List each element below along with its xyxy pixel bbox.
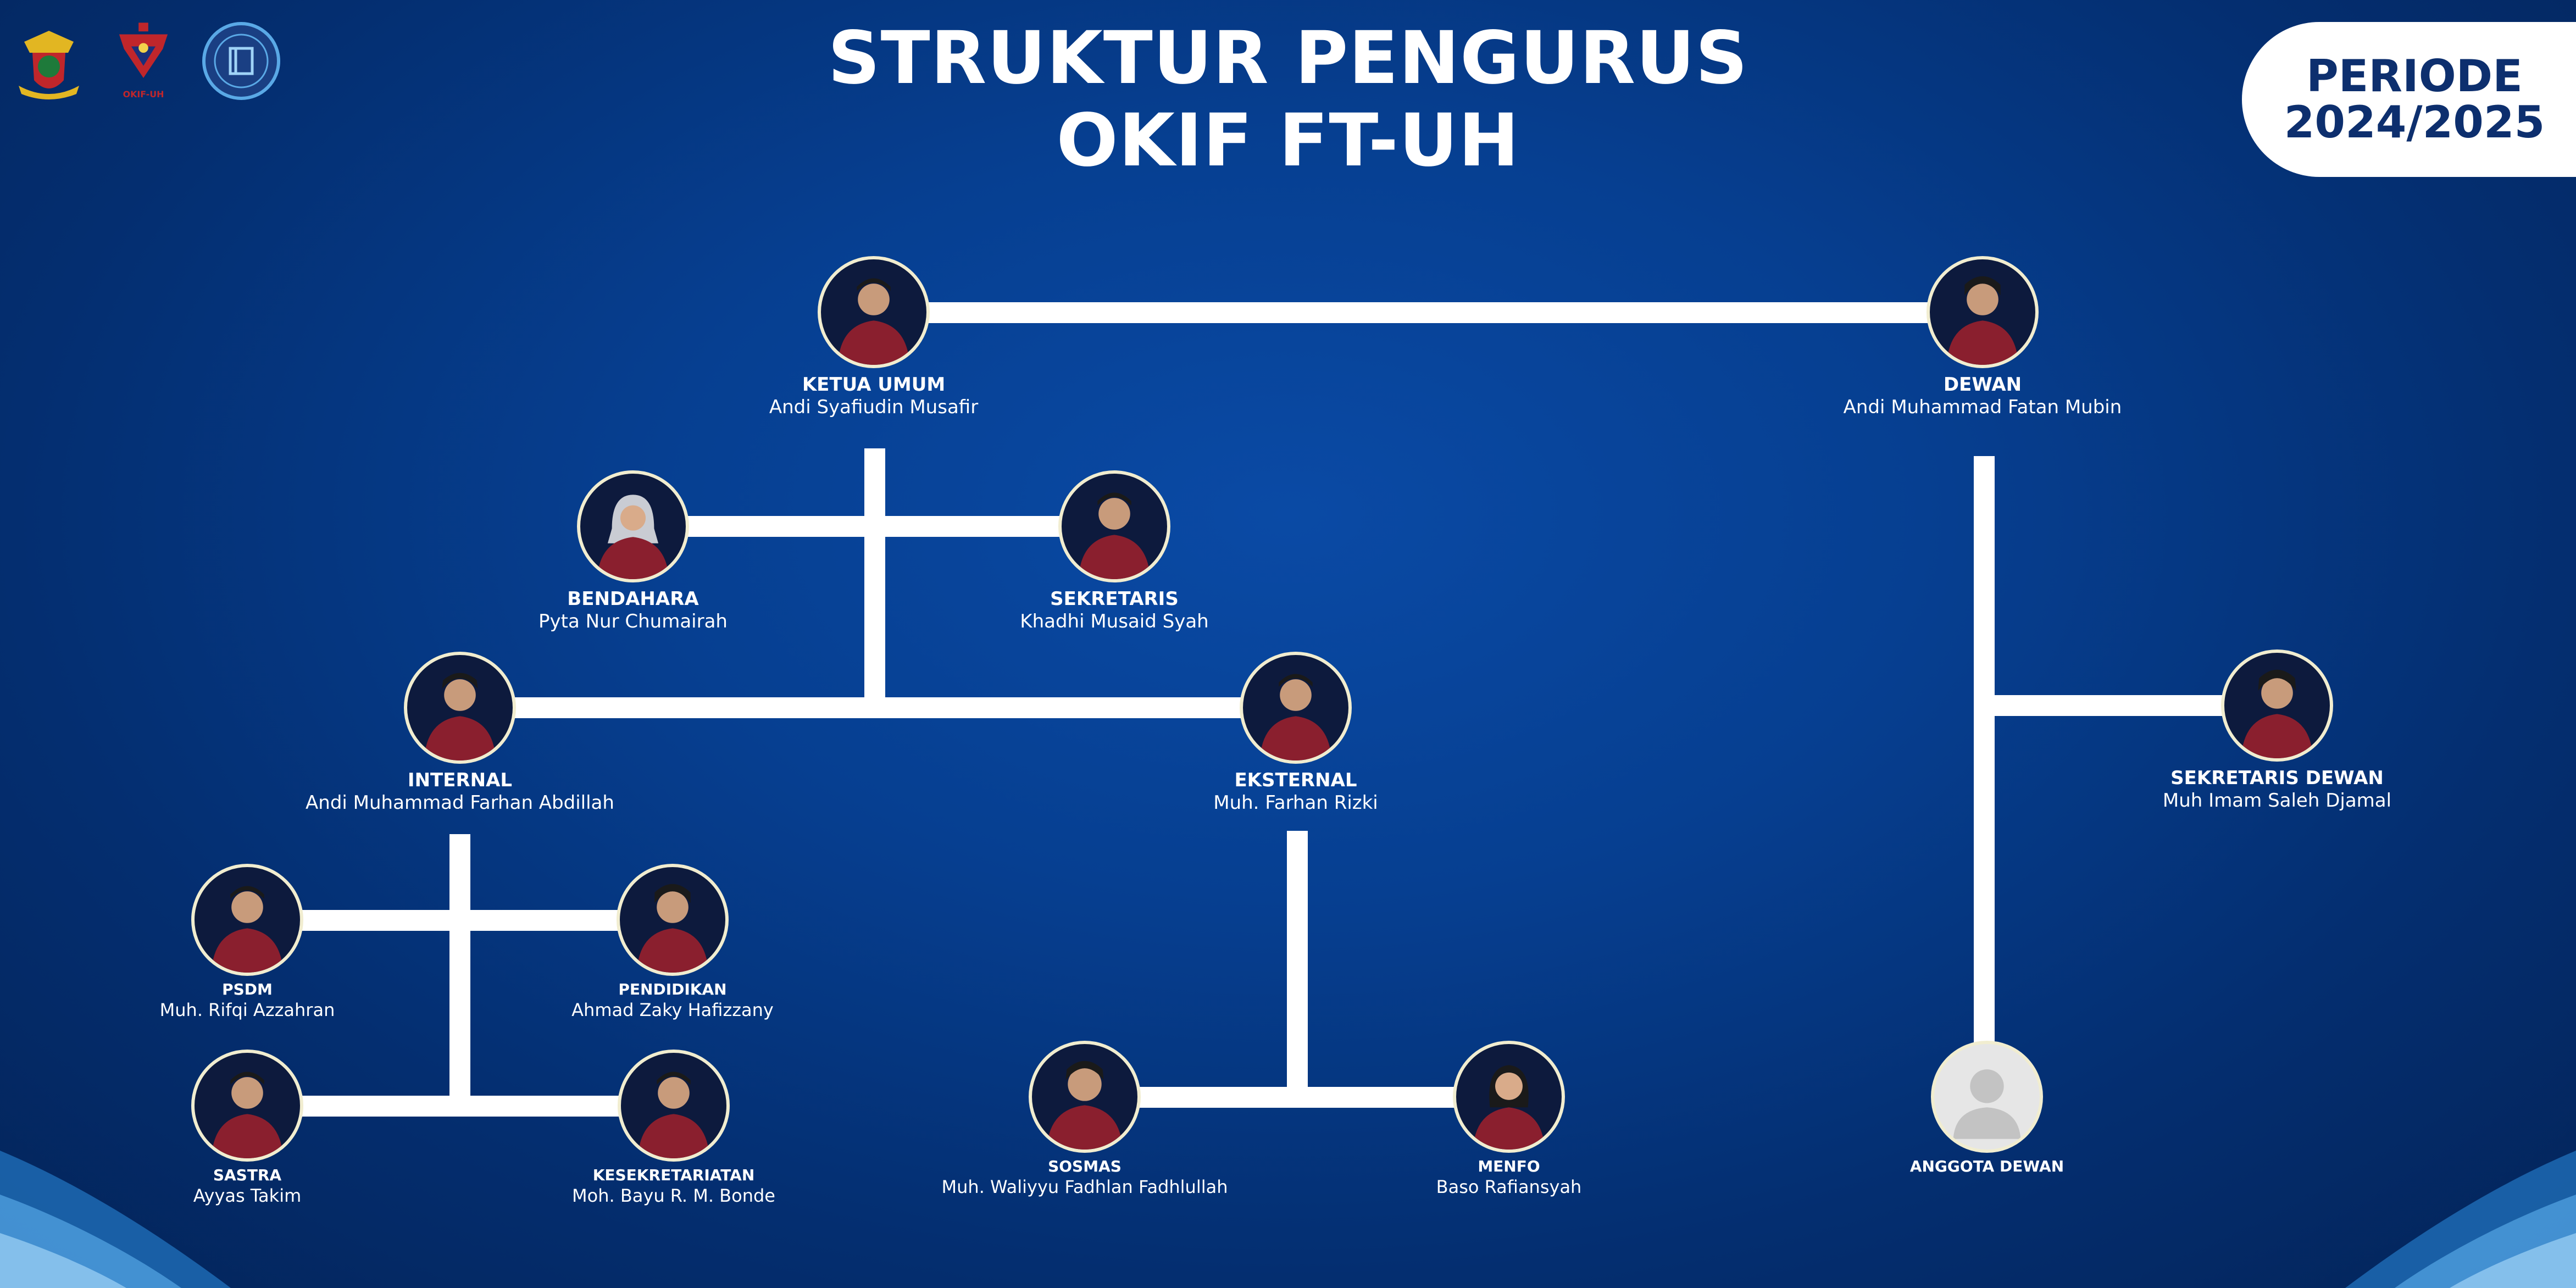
- name-label: Muh. Farhan Rizki: [1213, 792, 1378, 814]
- name-label: Andi Muhammad Farhan Abdillah: [306, 792, 614, 814]
- corner-wave-right: [2345, 1151, 2576, 1288]
- okif-logo-caption: OKIF-UH: [123, 89, 164, 99]
- periode-value: 2024/2025: [2284, 97, 2545, 148]
- title-line-1: STRUKTUR PENGURUS: [828, 16, 1748, 101]
- connector-bendahara-sekretaris: [685, 516, 1064, 537]
- member-sastra: SASTRA Ayyas Takim: [27, 1050, 467, 1207]
- member-sekretaris-dewan: SEKRETARIS DEWAN Muh Imam Saleh Djamal: [2057, 649, 2497, 812]
- role-label: KETUA UMUM: [802, 374, 946, 396]
- role-label: SASTRA: [213, 1166, 282, 1184]
- role-label: INTERNAL: [407, 769, 513, 791]
- member-bendahara: BENDAHARA Pyta Nur Chumairah: [413, 470, 853, 633]
- avatar: [1240, 652, 1352, 764]
- okif-logo: OKIF-UH: [108, 20, 179, 102]
- periode-badge: PERIODE 2024/2025: [2242, 22, 2576, 177]
- connector-internal-eksternal: [511, 697, 1245, 718]
- connector-eksternal-trunk: [1287, 831, 1308, 1089]
- page-title: STRUKTUR PENGURUS OKIF FT-UH: [659, 22, 1917, 177]
- name-label: Ayyas Takim: [193, 1185, 302, 1206]
- role-label: BENDAHARA: [567, 588, 699, 610]
- avatar: [1453, 1041, 1565, 1153]
- avatar: [1927, 256, 2039, 368]
- informatics-logo: [200, 20, 282, 102]
- member-kesekretariatan: KESEKRETARIATAN Moh. Bayu R. M. Bonde: [454, 1050, 893, 1207]
- avatar: [191, 1050, 303, 1162]
- connector-sosmas-menfo: [1139, 1087, 1457, 1108]
- name-label: Ahmad Zaky Hafizzany: [571, 1000, 774, 1020]
- university-emblem-logo: [13, 20, 85, 102]
- role-label: ANGGOTA DEWAN: [1909, 1157, 2064, 1175]
- name-label: Moh. Bayu R. M. Bonde: [572, 1185, 775, 1206]
- role-label: PENDIDIKAN: [618, 980, 727, 998]
- title-line-2: OKIF FT-UH: [1056, 98, 1520, 183]
- avatar: [191, 864, 303, 976]
- role-label: SOSMAS: [1048, 1157, 1122, 1175]
- member-internal: INTERNAL Andi Muhammad Farhan Abdillah: [240, 652, 680, 814]
- role-label: KESEKRETARIATAN: [592, 1166, 755, 1184]
- role-label: DEWAN: [1943, 374, 2022, 396]
- connector-ketua-trunk: [864, 448, 885, 701]
- avatar: [404, 652, 516, 764]
- role-label: SEKRETARIS: [1050, 588, 1179, 610]
- connector-internal-trunk: [449, 834, 470, 1096]
- user-placeholder-icon: [1953, 1069, 2021, 1139]
- name-label: Khadhi Musaid Syah: [1020, 610, 1209, 632]
- name-label: Pyta Nur Chumairah: [538, 610, 728, 632]
- avatar: [818, 256, 930, 368]
- member-dewan: DEWAN Andi Muhammad Fatan Mubin: [1763, 256, 2202, 419]
- member-eksternal: EKSTERNAL Muh. Farhan Rizki: [1076, 652, 1515, 814]
- role-label: MENFO: [1478, 1157, 1540, 1175]
- member-psdm: PSDM Muh. Rifqi Azzahran: [27, 864, 467, 1021]
- avatar: [618, 1050, 730, 1162]
- role-label: EKSTERNAL: [1234, 769, 1357, 791]
- avatar: [1058, 470, 1170, 582]
- connector-sastra-kesekretariatan: [299, 1096, 621, 1117]
- member-anggota-dewan: ANGGOTA DEWAN: [1767, 1041, 2207, 1176]
- connector-psdm-pendidikan: [299, 910, 621, 931]
- connector-sekretaris-dewan: [1984, 695, 2229, 716]
- name-label: Muh Imam Saleh Djamal: [2162, 790, 2392, 812]
- avatar: [577, 470, 689, 582]
- role-label: PSDM: [222, 980, 273, 998]
- member-ketua-umum: KETUA UMUM Andi Syafiudin Musafir: [654, 256, 1093, 419]
- periode-label: PERIODE: [2306, 51, 2523, 102]
- name-label: Baso Rafiansyah: [1436, 1176, 1582, 1197]
- name-label: Andi Syafiudin Musafir: [769, 396, 979, 418]
- member-sosmas: SOSMAS Muh. Waliyyu Fadhlan Fadhlullah: [865, 1041, 1304, 1198]
- connector-ketua-dewan: [929, 302, 1934, 323]
- name-label: Andi Muhammad Fatan Mubin: [1843, 396, 2122, 418]
- member-sekretaris: SEKRETARIS Khadhi Musaid Syah: [895, 470, 1334, 633]
- avatar: [2221, 649, 2333, 762]
- role-label: SEKRETARIS DEWAN: [2170, 767, 2384, 789]
- member-pendidikan: PENDIDIKAN Ahmad Zaky Hafizzany: [453, 864, 892, 1021]
- member-menfo: MENFO Baso Rafiansyah: [1289, 1041, 1729, 1198]
- connector-dewan-trunk: [1974, 456, 1995, 1044]
- avatar-placeholder: [1931, 1041, 2043, 1153]
- avatar: [617, 864, 729, 976]
- name-label: Muh. Rifqi Azzahran: [159, 1000, 335, 1020]
- name-label: Muh. Waliyyu Fadhlan Fadhlullah: [941, 1176, 1228, 1197]
- avatar: [1029, 1041, 1141, 1153]
